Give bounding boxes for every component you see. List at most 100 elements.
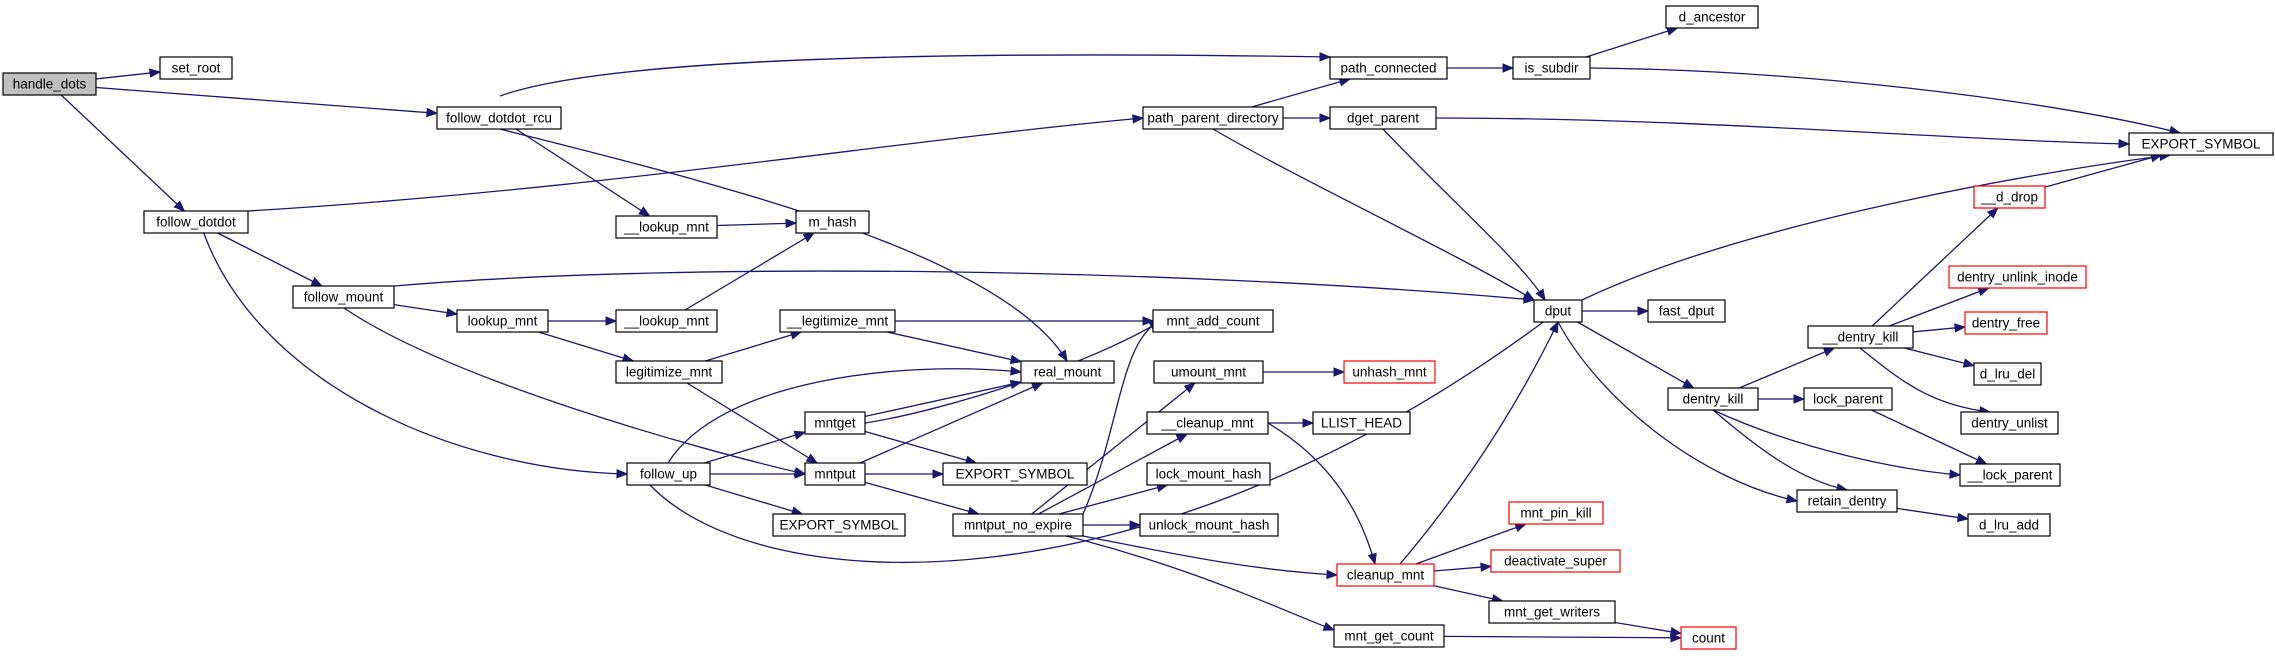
node-box[interactable] bbox=[1333, 624, 1445, 648]
node-d-lru-del[interactable]: d_lru_del bbox=[1973, 362, 2042, 386]
node-box[interactable] bbox=[1329, 56, 1448, 80]
node-dput[interactable]: dput bbox=[1533, 299, 1583, 323]
node-box[interactable] bbox=[1948, 265, 2087, 289]
node-handle-dots[interactable]: handle_dots bbox=[2, 72, 97, 96]
node-d-ancestor[interactable]: d_ancestor bbox=[1665, 5, 1759, 29]
node-box[interactable] bbox=[1964, 311, 2048, 335]
node-box[interactable] bbox=[626, 462, 711, 486]
node---legitimize-mnt[interactable]: __legitimize_mnt bbox=[779, 309, 896, 333]
node-box[interactable] bbox=[772, 513, 906, 537]
node-mnt-get-count[interactable]: mnt_get_count bbox=[1333, 624, 1445, 648]
node-box[interactable] bbox=[1142, 106, 1284, 130]
node-box[interactable] bbox=[615, 215, 718, 239]
node-box[interactable] bbox=[1146, 462, 1271, 486]
node-box[interactable] bbox=[1152, 309, 1274, 333]
node-is-subdir[interactable]: is_subdir bbox=[1512, 56, 1591, 80]
node-LLIST-HEAD[interactable]: LLIST_HEAD bbox=[1312, 411, 1411, 435]
node-box[interactable] bbox=[1967, 513, 2051, 537]
node-box[interactable] bbox=[1647, 299, 1726, 323]
node-box[interactable] bbox=[1680, 626, 1737, 650]
node-box[interactable] bbox=[456, 309, 549, 333]
node-box[interactable] bbox=[615, 309, 718, 333]
node-legitimize-mnt[interactable]: legitimize_mnt bbox=[615, 360, 723, 384]
node-lock-mount-hash[interactable]: lock_mount_hash bbox=[1146, 462, 1271, 486]
node-box[interactable] bbox=[2, 72, 97, 96]
node-box[interactable] bbox=[615, 360, 723, 384]
node-follow-dotdot[interactable]: follow_dotdot bbox=[143, 210, 249, 234]
node---cleanup-mnt[interactable]: __cleanup_mnt bbox=[1146, 411, 1269, 435]
node-dentry-unlist[interactable]: dentry_unlist bbox=[1960, 411, 2059, 435]
node-EXPORT-SYMBOL-1[interactable]: EXPORT_SYMBOL bbox=[772, 513, 906, 537]
node-box[interactable] bbox=[1020, 360, 1115, 384]
node-box[interactable] bbox=[804, 462, 866, 486]
node---lookup-mnt-b[interactable]: __lookup_mnt bbox=[615, 309, 718, 333]
node-path-connected[interactable]: path_connected bbox=[1329, 56, 1448, 80]
node-box[interactable] bbox=[1665, 5, 1759, 29]
node-cleanup-mnt[interactable]: cleanup_mnt bbox=[1336, 563, 1435, 587]
node-dget-parent[interactable]: dget_parent bbox=[1329, 106, 1437, 130]
node-set-root[interactable]: set_root bbox=[159, 56, 233, 80]
node-unhash-mnt[interactable]: unhash_mnt bbox=[1343, 360, 1436, 384]
node-real-mount[interactable]: real_mount bbox=[1020, 360, 1115, 384]
node-EXPORT-SYMBOL-2[interactable]: EXPORT_SYMBOL bbox=[942, 462, 1088, 486]
node---lookup-mnt-a[interactable]: __lookup_mnt bbox=[615, 215, 718, 239]
node-follow-up[interactable]: follow_up bbox=[626, 462, 711, 486]
node-follow-mount[interactable]: follow_mount bbox=[292, 285, 395, 309]
node-box[interactable] bbox=[1667, 387, 1759, 411]
node-EXPORT-SYMBOL-3[interactable]: EXPORT_SYMBOL bbox=[2128, 132, 2274, 156]
node-box[interactable] bbox=[1508, 501, 1604, 525]
node-path-parent-directory[interactable]: path_parent_directory bbox=[1142, 106, 1284, 130]
node-box[interactable] bbox=[779, 309, 896, 333]
node-count[interactable]: count bbox=[1680, 626, 1737, 650]
node-box[interactable] bbox=[1803, 387, 1893, 411]
node-box[interactable] bbox=[1973, 362, 2042, 386]
node-box[interactable] bbox=[1807, 325, 1914, 349]
node-box[interactable] bbox=[1329, 106, 1437, 130]
node-box[interactable] bbox=[1490, 549, 1621, 573]
node-box[interactable] bbox=[1336, 563, 1435, 587]
node-box[interactable] bbox=[1153, 360, 1264, 384]
node-box[interactable] bbox=[159, 56, 233, 80]
node---lock-parent[interactable]: __lock_parent bbox=[1959, 463, 2061, 487]
node-lookup-mnt[interactable]: lookup_mnt bbox=[456, 309, 549, 333]
node-box[interactable] bbox=[1343, 360, 1436, 384]
node-mnt-add-count[interactable]: mnt_add_count bbox=[1152, 309, 1274, 333]
node-deactivate-super[interactable]: deactivate_super bbox=[1490, 549, 1621, 573]
node-box[interactable] bbox=[942, 462, 1088, 486]
node-box[interactable] bbox=[795, 210, 870, 234]
node-box[interactable] bbox=[2128, 132, 2274, 156]
node-mntput-no-expire[interactable]: mntput_no_expire bbox=[952, 513, 1084, 537]
node---d-drop[interactable]: __d_drop bbox=[1973, 185, 2046, 209]
node-box[interactable] bbox=[1512, 56, 1591, 80]
node-box[interactable] bbox=[436, 106, 562, 130]
node-box[interactable] bbox=[952, 513, 1084, 537]
node-unlock-mount-hash[interactable]: unlock_mount_hash bbox=[1139, 513, 1279, 537]
node-dentry-unlink-inode[interactable]: dentry_unlink_inode bbox=[1948, 265, 2087, 289]
node-box[interactable] bbox=[1796, 489, 1898, 513]
node-box[interactable] bbox=[1960, 411, 2059, 435]
node-box[interactable] bbox=[1533, 299, 1583, 323]
node-dentry-kill[interactable]: dentry_kill bbox=[1667, 387, 1759, 411]
node-follow-dotdot-rcu[interactable]: follow_dotdot_rcu bbox=[436, 106, 562, 130]
node-lock-parent[interactable]: lock_parent bbox=[1803, 387, 1893, 411]
node-box[interactable] bbox=[1959, 463, 2061, 487]
node-mntput[interactable]: mntput bbox=[804, 462, 866, 486]
node-fast-dput[interactable]: fast_dput bbox=[1647, 299, 1726, 323]
node---dentry-kill[interactable]: __dentry_kill bbox=[1807, 325, 1914, 349]
node-mntget[interactable]: mntget bbox=[804, 411, 866, 435]
node-box[interactable] bbox=[1139, 513, 1279, 537]
node-umount-mnt[interactable]: umount_mnt bbox=[1153, 360, 1264, 384]
node-box[interactable] bbox=[143, 210, 249, 234]
node-box[interactable] bbox=[1146, 411, 1269, 435]
node-dentry-free[interactable]: dentry_free bbox=[1964, 311, 2048, 335]
node-box[interactable] bbox=[804, 411, 866, 435]
node-mnt-get-writers[interactable]: mnt_get_writers bbox=[1488, 600, 1616, 624]
node-box[interactable] bbox=[1312, 411, 1411, 435]
node-box[interactable] bbox=[1488, 600, 1616, 624]
node-box[interactable] bbox=[292, 285, 395, 309]
node-m-hash[interactable]: m_hash bbox=[795, 210, 870, 234]
node-d-lru-add[interactable]: d_lru_add bbox=[1967, 513, 2051, 537]
node-mnt-pin-kill[interactable]: mnt_pin_kill bbox=[1508, 501, 1604, 525]
node-box[interactable] bbox=[1973, 185, 2046, 209]
node-retain-dentry[interactable]: retain_dentry bbox=[1796, 489, 1898, 513]
